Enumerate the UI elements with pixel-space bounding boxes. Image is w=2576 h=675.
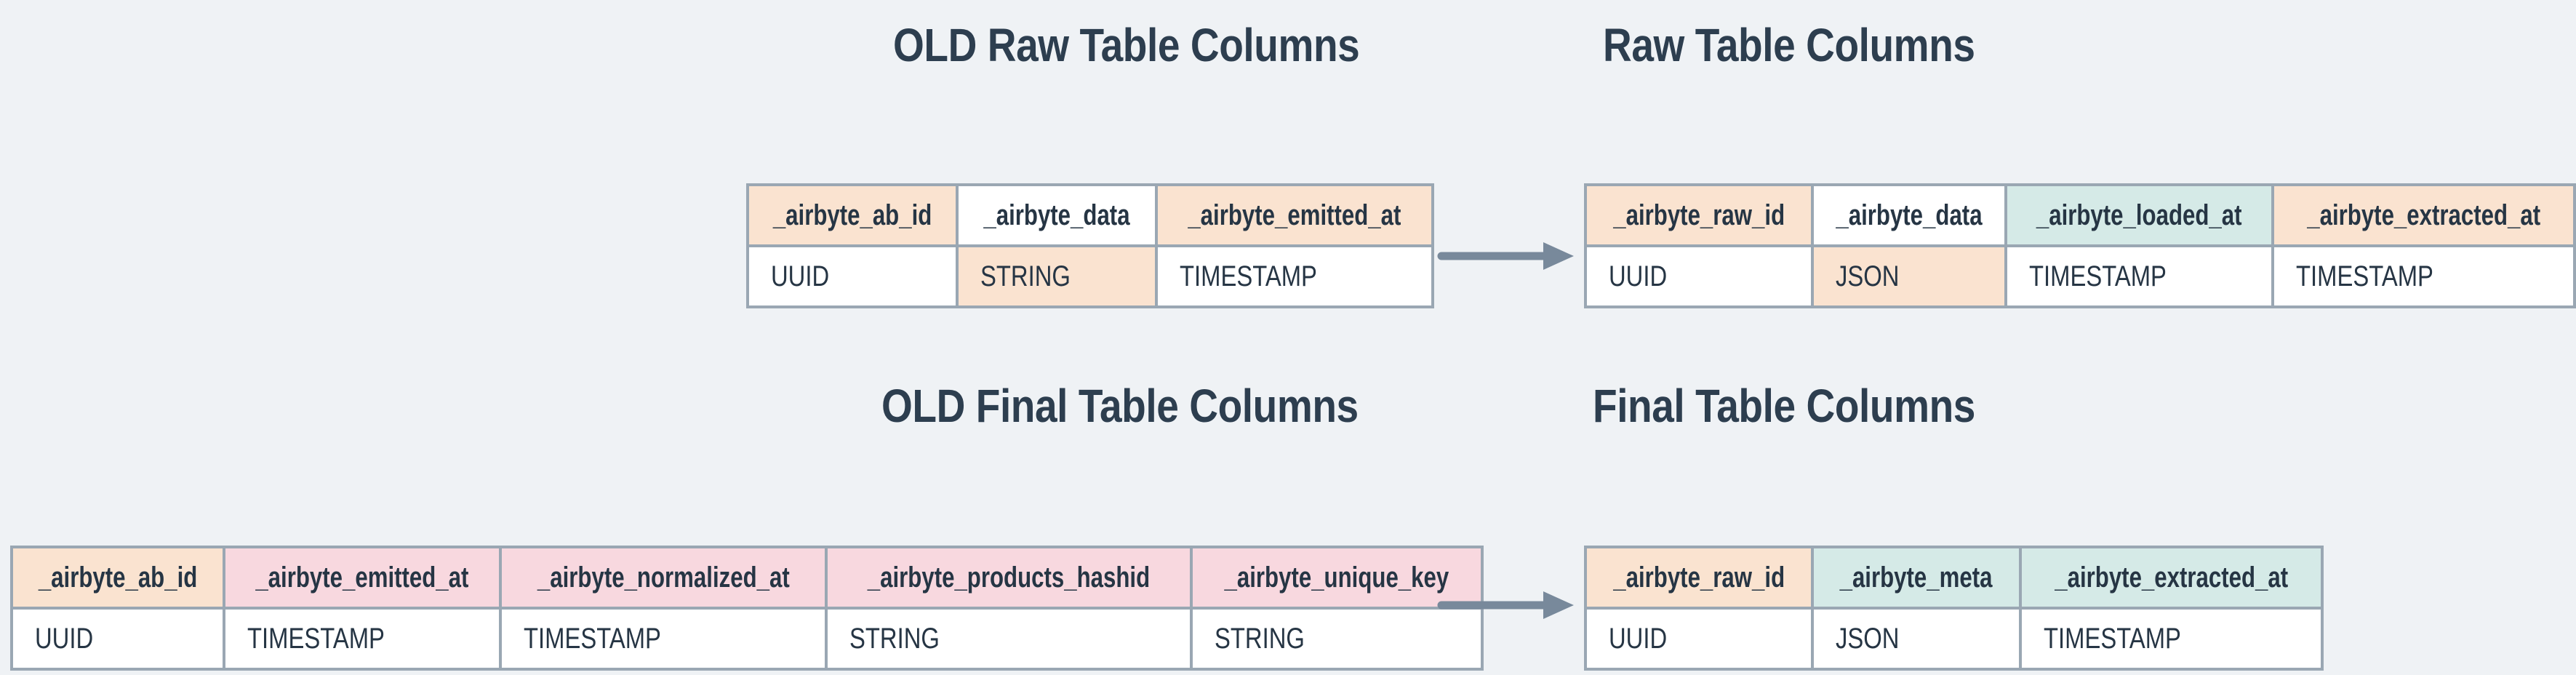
column-type-cell: STRING: [1190, 607, 1484, 671]
old-raw-table-title: OLD Raw Table Columns: [893, 19, 1360, 71]
column-type: TIMESTAMP: [247, 622, 385, 655]
table-type-row: UUID JSON TIMESTAMP: [1584, 607, 2324, 671]
column-name: _airbyte_ab_id: [772, 199, 932, 231]
final-table-title: Final Table Columns: [1593, 380, 1975, 432]
column-type: TIMESTAMP: [2295, 260, 2433, 292]
column-type: STRING: [980, 260, 1071, 292]
old-final-table: _airbyte_ab_id _airbyte_emitted_at _airb…: [10, 546, 1484, 671]
column-header-cell: _airbyte_extracted_at: [2271, 183, 2576, 247]
column-header-cell: _airbyte_extracted_at: [2018, 546, 2324, 610]
column-header-cell: _airbyte_data: [1810, 183, 2008, 247]
final-migration-arrow-icon: [1437, 591, 1574, 619]
column-header-cell: _airbyte_products_hashid: [825, 546, 1193, 610]
column-header-cell: _airbyte_normalized_at: [498, 546, 828, 610]
column-type: JSON: [1835, 260, 1900, 292]
column-type: UUID: [1609, 260, 1668, 292]
column-name: _airbyte_extracted_at: [2055, 561, 2289, 594]
arrow-head: [1543, 242, 1574, 270]
column-name: _airbyte_unique_key: [1224, 561, 1449, 594]
column-name: _airbyte_normalized_at: [537, 561, 790, 594]
arrow-head: [1543, 591, 1574, 619]
column-type-cell: TIMESTAMP: [2018, 607, 2324, 671]
column-name: _airbyte_loaded_at: [2036, 199, 2242, 231]
table-type-row: UUID STRING TIMESTAMP: [746, 244, 1434, 308]
column-header-cell: _airbyte_raw_id: [1584, 546, 1814, 610]
old-final-table-title: OLD Final Table Columns: [881, 380, 1359, 432]
column-name: _airbyte_extracted_at: [2306, 199, 2540, 231]
table-type-row: UUID JSON TIMESTAMP TIMESTAMP: [1584, 244, 2576, 308]
column-type-cell: TIMESTAMP: [2004, 244, 2274, 308]
column-type-cell: UUID: [746, 244, 959, 308]
column-header-cell: _airbyte_emitted_at: [223, 546, 502, 610]
column-header-cell: _airbyte_meta: [1811, 546, 2022, 610]
column-type-cell: UUID: [10, 607, 225, 671]
column-header-cell: _airbyte_ab_id: [10, 546, 225, 610]
column-type-cell: JSON: [1810, 244, 2008, 308]
table-header-row: _airbyte_raw_id _airbyte_meta _airbyte_e…: [1584, 546, 2324, 610]
column-header-cell: _airbyte_loaded_at: [2004, 183, 2274, 247]
column-name: _airbyte_ab_id: [38, 561, 198, 594]
column-type-cell: JSON: [1811, 607, 2022, 671]
column-type-cell: TIMESTAMP: [1155, 244, 1434, 308]
column-name: _airbyte_data: [983, 199, 1130, 231]
column-header-cell: _airbyte_raw_id: [1584, 183, 1814, 247]
column-type: JSON: [1836, 622, 1900, 655]
column-type-cell: UUID: [1584, 607, 1814, 671]
column-name: _airbyte_emitted_at: [255, 561, 469, 594]
column-type: TIMESTAMP: [2029, 260, 2167, 292]
column-name: _airbyte_raw_id: [1613, 561, 1785, 594]
column-type-cell: TIMESTAMP: [223, 607, 502, 671]
column-name: _airbyte_raw_id: [1612, 199, 1785, 231]
table-type-row: UUID TIMESTAMP TIMESTAMP STRING STRING: [10, 607, 1484, 671]
column-type-cell: TIMESTAMP: [2271, 244, 2576, 308]
raw-table-title: Raw Table Columns: [1603, 19, 1975, 71]
column-type: UUID: [1609, 622, 1668, 655]
column-type: STRING: [849, 622, 940, 655]
column-type: STRING: [1215, 622, 1305, 655]
column-header-cell: _airbyte_unique_key: [1190, 546, 1484, 610]
column-type: UUID: [771, 260, 830, 292]
column-type: UUID: [35, 622, 94, 655]
column-name: _airbyte_products_hashid: [868, 561, 1151, 594]
column-type-cell: STRING: [825, 607, 1193, 671]
column-type: TIMESTAMP: [2044, 622, 2181, 655]
final-table: _airbyte_raw_id _airbyte_meta _airbyte_e…: [1584, 546, 2324, 671]
column-header-cell: _airbyte_emitted_at: [1155, 183, 1434, 247]
table-header-row: _airbyte_ab_id _airbyte_emitted_at _airb…: [10, 546, 1484, 610]
old-raw-table: _airbyte_ab_id _airbyte_data _airbyte_em…: [746, 183, 1434, 308]
column-header-cell: _airbyte_ab_id: [746, 183, 959, 247]
column-name: _airbyte_data: [1836, 199, 1983, 231]
column-type: TIMESTAMP: [523, 622, 661, 655]
column-header-cell: _airbyte_data: [956, 183, 1158, 247]
column-type: TIMESTAMP: [1180, 260, 1317, 292]
column-name: _airbyte_emitted_at: [1188, 199, 1401, 231]
table-header-row: _airbyte_raw_id _airbyte_data _airbyte_l…: [1584, 183, 2576, 247]
raw-migration-arrow-icon: [1437, 242, 1574, 270]
column-type-cell: STRING: [956, 244, 1158, 308]
column-type-cell: TIMESTAMP: [498, 607, 828, 671]
column-type-cell: UUID: [1584, 244, 1814, 308]
raw-table: _airbyte_raw_id _airbyte_data _airbyte_l…: [1584, 183, 2576, 308]
column-name: _airbyte_meta: [1840, 561, 1993, 594]
table-header-row: _airbyte_ab_id _airbyte_data _airbyte_em…: [746, 183, 1434, 247]
